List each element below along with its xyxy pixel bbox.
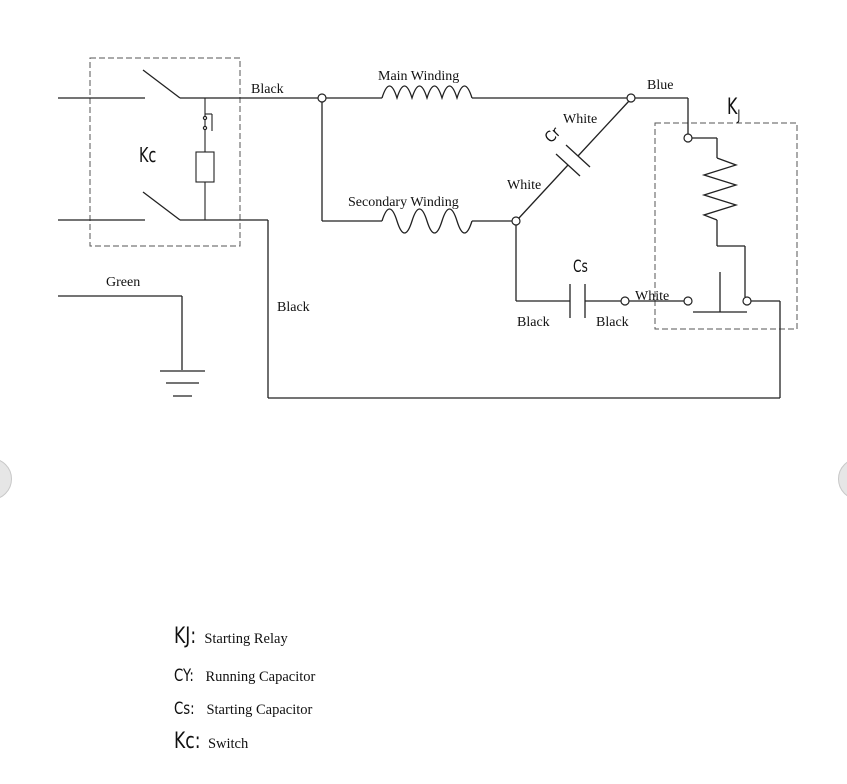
- legend-symbol: KJ:: [174, 624, 197, 649]
- return-wire: [267, 220, 780, 399]
- legend-item: CY: Running Capacitor: [174, 666, 315, 686]
- legend-item: Kc: Switch: [174, 729, 248, 754]
- kj-relay-box: [654, 122, 798, 330]
- label-black-cs-left: Black: [517, 315, 550, 330]
- label-secondary-winding: Secondary Winding: [348, 195, 459, 210]
- label-black-mid: Black: [277, 300, 310, 315]
- legend-item: Cs: Starting Capacitor: [174, 699, 312, 719]
- legend-symbol: Cs:: [174, 699, 195, 719]
- legend-text: Starting Relay: [204, 631, 288, 647]
- label-white-left: White: [507, 178, 541, 193]
- label-kc: Kc: [139, 144, 156, 167]
- label-black-cs-right: Black: [596, 315, 629, 330]
- label-blue: Blue: [647, 78, 673, 93]
- label-cr: Cr: [541, 123, 565, 147]
- kj-relay: [629, 97, 781, 398]
- ground-symbol: [58, 295, 205, 397]
- kc-switch: [58, 69, 322, 221]
- kc-switch-box: [89, 57, 241, 247]
- legend-symbol: CY:: [174, 666, 194, 686]
- label-main-winding: Main Winding: [378, 69, 459, 84]
- label-white-cs: White: [635, 289, 669, 304]
- legend-text: Running Capacitor: [205, 669, 316, 685]
- label-cs: Cs: [573, 257, 588, 277]
- label-kj: KJ: [727, 94, 740, 123]
- label-black-top: Black: [251, 82, 284, 97]
- legend-item: KJ: Starting Relay: [174, 624, 288, 649]
- node-blue: [626, 93, 636, 103]
- legend-text: Starting Capacitor: [206, 702, 313, 718]
- node-white: [511, 216, 521, 226]
- legend-text: Switch: [207, 736, 249, 752]
- node-cs: [620, 296, 630, 306]
- main-winding: [326, 85, 627, 101]
- legend-symbol: Kc:: [174, 729, 201, 754]
- running-capacitor: [518, 100, 630, 219]
- junction-node: [317, 93, 327, 103]
- starting-capacitor: [515, 225, 621, 318]
- label-green: Green: [106, 275, 140, 290]
- label-white-cr: White: [563, 112, 597, 127]
- secondary-winding: [322, 208, 512, 234]
